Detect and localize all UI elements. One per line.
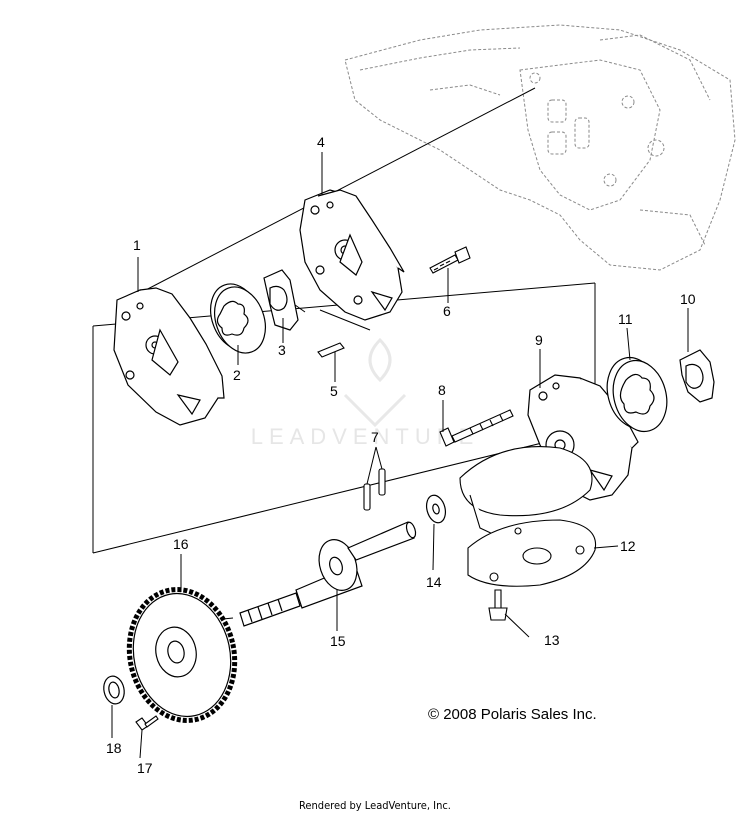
part-14-washer xyxy=(425,494,447,524)
part-7-pins xyxy=(363,468,386,511)
part-17-screw xyxy=(135,715,159,731)
callout-14: 14 xyxy=(426,574,442,590)
part-16-gear xyxy=(126,587,238,723)
callout-7: 7 xyxy=(371,429,379,445)
callout-12: 12 xyxy=(620,538,636,554)
rendered-by-footer: Rendered by LeadVenture, Inc. xyxy=(299,799,451,812)
part-4-pump-housing xyxy=(299,189,405,321)
callout-5: 5 xyxy=(330,383,338,399)
part-2-outer-rotor xyxy=(210,283,266,354)
callout-4: 4 xyxy=(317,134,325,150)
part-11-outer-rotor xyxy=(606,356,668,433)
part-1-pump-plate xyxy=(113,287,225,426)
callout-6: 6 xyxy=(443,303,451,319)
part-6-bolt xyxy=(429,246,471,274)
leader-lines xyxy=(111,152,689,759)
callout-13: 13 xyxy=(544,632,560,648)
callout-8: 8 xyxy=(438,382,446,398)
engine-case-outline xyxy=(344,24,736,271)
copyright-notice: © 2008 Polaris Sales Inc. xyxy=(428,706,597,723)
part-10-inner-rotor xyxy=(679,349,715,403)
part-8-bolt xyxy=(439,409,514,447)
callout-17: 17 xyxy=(137,760,153,776)
part-13-screw xyxy=(488,589,508,621)
part-5-pin xyxy=(317,342,345,358)
callout-18: 18 xyxy=(106,740,122,756)
callout-1: 1 xyxy=(133,237,141,253)
callout-3: 3 xyxy=(278,342,286,358)
callout-16: 16 xyxy=(173,536,189,552)
callout-10: 10 xyxy=(680,291,696,307)
callout-2: 2 xyxy=(233,367,241,383)
watermark-text: LEADVENTURE xyxy=(251,424,480,449)
part-12-gasket xyxy=(467,519,597,587)
oil-strainer-dish xyxy=(459,446,593,536)
callout-15: 15 xyxy=(330,633,346,649)
callout-9: 9 xyxy=(535,332,543,348)
watermark-logo xyxy=(343,337,407,428)
part-3-inner-rotor xyxy=(263,269,299,331)
part-15-shaft xyxy=(239,521,417,627)
callout-11: 11 xyxy=(618,311,633,327)
part-18-washer xyxy=(103,675,125,705)
